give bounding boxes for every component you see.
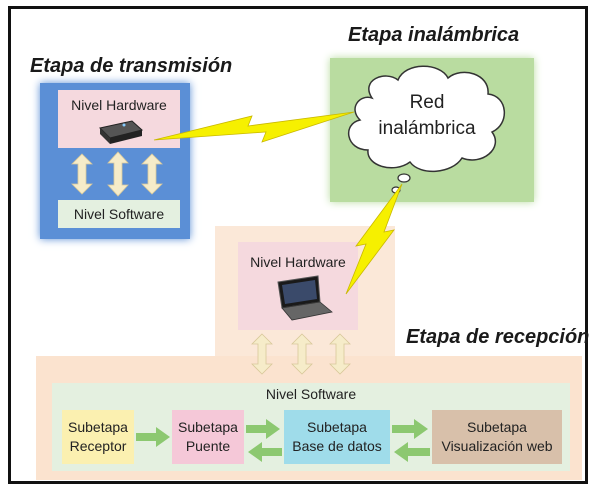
stage-title-transmission: Etapa de transmisión — [30, 55, 233, 77]
substage-puente-line2: Puente — [185, 438, 231, 454]
cloud-icon — [347, 65, 506, 194]
transmission-software-label: Nivel Software — [73, 206, 165, 222]
lightning-bolt-icon — [153, 111, 355, 143]
double-arrow-icon — [71, 151, 163, 197]
stage-title-reception: Etapa de recepción — [406, 326, 590, 348]
substage-base-de-datos: Subetapa Base de datos — [284, 410, 390, 464]
stage-title-wireless: Etapa inalámbrica — [348, 24, 520, 46]
substage-visualizacion-web-line1: Subetapa — [467, 419, 527, 435]
substage-receptor-line2: Receptor — [69, 438, 127, 454]
flow-arrows — [136, 419, 430, 462]
cloud-label-line1: Red — [409, 92, 445, 113]
substage-receptor: Subetapa Receptor — [62, 410, 134, 464]
substage-visualizacion-web-line2: Visualización web — [441, 438, 553, 454]
substage-visualizacion-web: Subetapa Visualización web — [432, 410, 562, 464]
router-icon — [98, 120, 144, 144]
lightning-bolt-icon — [345, 183, 403, 295]
substage-base-de-datos-line2: Base de datos — [292, 438, 382, 454]
transmission-hardware-label: Nivel Hardware — [71, 97, 167, 113]
transmission-software-box — [58, 200, 180, 228]
laptop-icon — [277, 275, 333, 321]
double-arrow-icon — [251, 333, 351, 375]
reception-hardware-label: Nivel Hardware — [250, 254, 346, 270]
substage-puente: Subetapa Puente — [172, 410, 244, 464]
substage-base-de-datos-line1: Subetapa — [307, 419, 367, 435]
substage-receptor-line1: Subetapa — [68, 419, 128, 435]
cloud-label-line2: inalámbrica — [378, 118, 476, 139]
substage-puente-line1: Subetapa — [178, 419, 238, 435]
reception-software-label: Nivel Software — [265, 386, 357, 402]
